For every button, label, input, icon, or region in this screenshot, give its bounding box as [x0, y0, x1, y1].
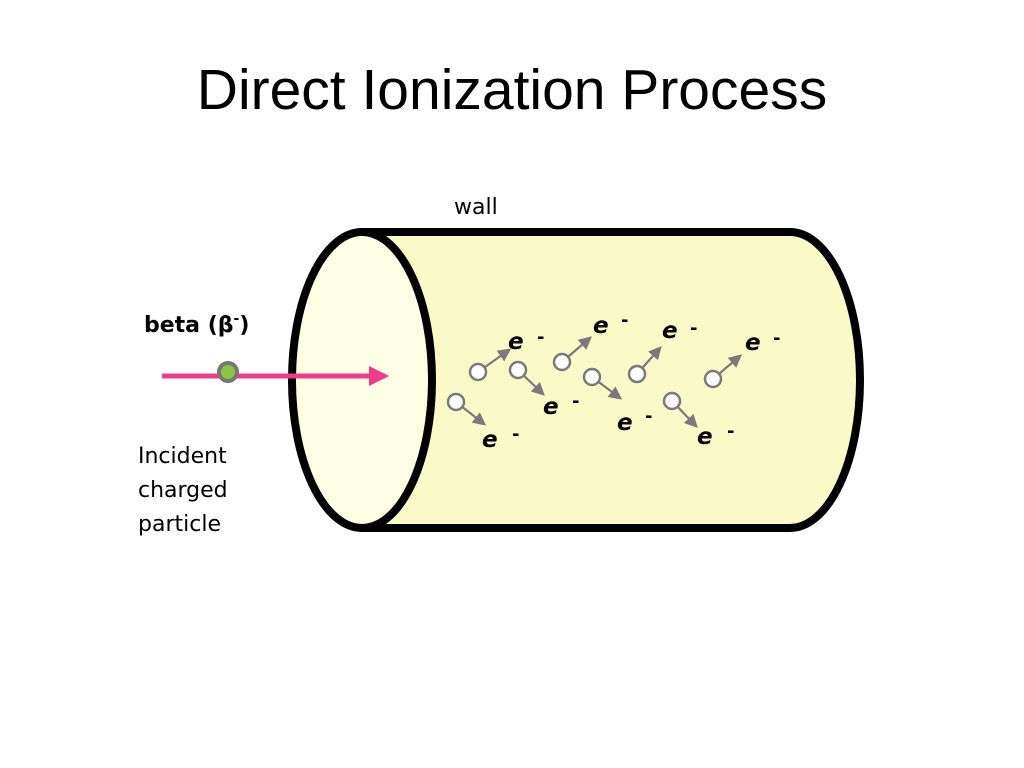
electron-label: e [482, 427, 498, 453]
page-title: Direct Ionization Process [196, 58, 828, 122]
electron [662, 391, 682, 411]
cylinder-end [288, 228, 436, 532]
cylinder-body [358, 228, 864, 532]
electron-charge: - [572, 391, 580, 412]
electron [508, 360, 528, 380]
electron-label: e [662, 318, 678, 344]
incident-line: Incident [138, 444, 227, 469]
electron-charge: - [621, 310, 629, 331]
electron-charge: - [727, 421, 735, 442]
electron-label: e [593, 313, 609, 339]
wall-label: wall [454, 195, 498, 220]
electron-label: e [508, 329, 524, 355]
electron-charge: - [690, 318, 698, 339]
electron [552, 352, 572, 372]
incident-line: particle [138, 512, 221, 537]
electron [582, 367, 602, 387]
electron [627, 364, 647, 384]
electron [446, 392, 466, 412]
electron-charge: - [773, 328, 781, 349]
incident-line: charged [138, 478, 228, 503]
beta-label-text: beta (β [144, 313, 234, 338]
incident-particle-label: Incident charged particle [138, 440, 228, 542]
electron [703, 369, 723, 389]
electron-label: e [543, 394, 559, 420]
electron-charge: - [537, 327, 545, 348]
electron-charge: - [512, 424, 520, 445]
beta-particle [217, 361, 239, 383]
electron [468, 362, 488, 382]
beta-label-sup: - [233, 311, 240, 327]
beta-label: beta (β-) [144, 311, 249, 338]
electrons [446, 352, 723, 412]
electron-charge: - [645, 406, 653, 427]
electron-label: e [697, 424, 713, 450]
electron-label: e [617, 410, 633, 436]
beta-label-close: ) [239, 313, 250, 338]
electron-label: e [745, 330, 761, 356]
